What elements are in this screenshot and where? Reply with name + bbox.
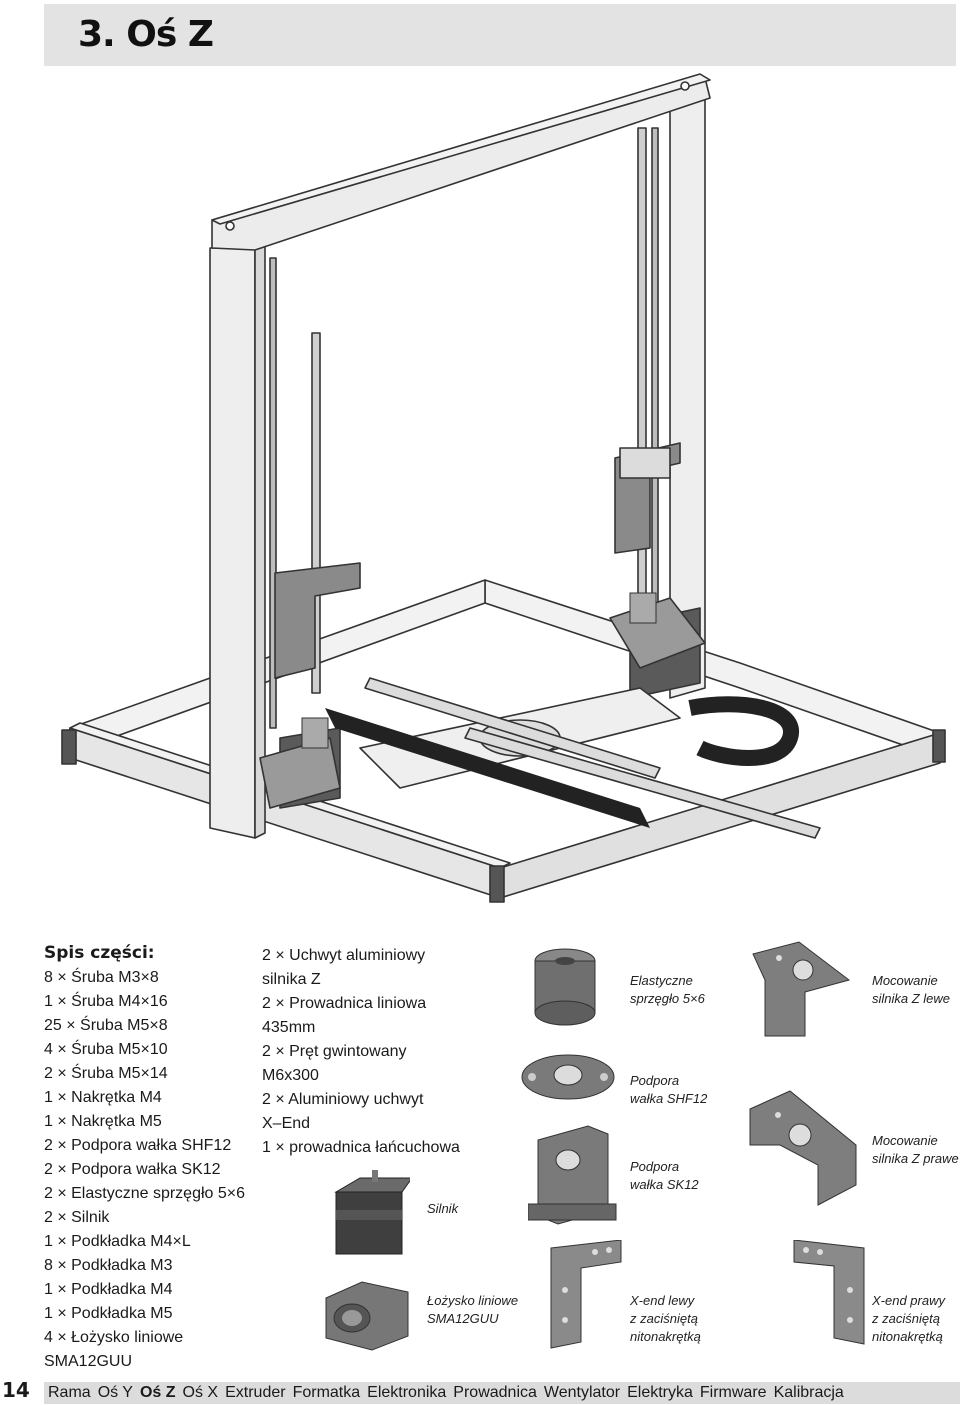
part-item: 8 × Śruba M3×8	[44, 969, 159, 986]
part-item: 2 × Prowadnica liniowa	[262, 995, 427, 1012]
nav-item-os-x[interactable]: Oś X	[182, 1384, 219, 1401]
chapter-navigation: Rama Oś Y Oś Z Oś X Extruder Formatka El…	[44, 1382, 960, 1404]
nav-item-kalibracja[interactable]: Kalibracja	[773, 1384, 844, 1401]
x-end-left-picture	[550, 1240, 622, 1349]
nav-item-rama[interactable]: Rama	[48, 1384, 91, 1401]
shaft-support-shf12-picture	[521, 1054, 615, 1100]
caption-x-end-left: X-end lewy z zaciśniętą nitonakrętką	[630, 1293, 701, 1344]
part-item: 1 × Nakrętka M4	[44, 1089, 162, 1106]
parts-list-title: Spis części:	[44, 943, 155, 963]
part-item: 1 × Nakrętka M5	[44, 1113, 162, 1130]
part-item: 2 × Podpora wałka SK12	[44, 1161, 221, 1178]
nav-item-os-z[interactable]: Oś Z	[139, 1384, 176, 1401]
part-item: 1 × Podkładka M4	[44, 1281, 173, 1298]
stepper-motor-picture	[334, 1170, 410, 1255]
nav-item-prowadnica[interactable]: Prowadnica	[453, 1384, 537, 1401]
part-item: 2 × Elastyczne sprzęgło 5×6	[44, 1185, 246, 1202]
nav-item-elektronika[interactable]: Elektronika	[367, 1384, 447, 1401]
linear-bearing-picture	[325, 1281, 409, 1351]
caption-x-end-right: X-end prawy z zaciśniętą nitonakrętką	[872, 1293, 945, 1344]
part-item: 4 × Łożysko liniowe	[44, 1329, 184, 1346]
nav-item-wentylator[interactable]: Wentylator	[543, 1384, 621, 1401]
part-item: 435mm	[262, 1019, 316, 1036]
part-item: silnika Z	[262, 971, 321, 988]
caption-coupling: Elastyczne sprzęgło 5×6	[630, 973, 705, 1006]
parts-list-column-1: 8 × Śruba M3×8 1 × Śruba M4×16 25 × Śrub…	[44, 966, 254, 1374]
part-item: 4 × Śruba M5×10	[44, 1041, 168, 1058]
nav-item-os-y[interactable]: Oś Y	[97, 1384, 133, 1401]
part-item: 8 × Podkładka M3	[44, 1257, 173, 1274]
page-number: 14	[2, 1378, 30, 1402]
part-item: 2 × Podpora wałka SHF12	[44, 1137, 232, 1154]
part-item: 2 × Uchwyt aluminiowy	[262, 947, 426, 964]
page-footer: 14 Rama Oś Y Oś Z Oś X Extruder Formatka…	[0, 1378, 960, 1405]
motor-mount-right-picture	[749, 1090, 857, 1206]
part-item: 1 × Śruba M4×16	[44, 993, 168, 1010]
chapter-header: 3. Oś Z	[44, 4, 956, 66]
chapter-title: 3. Oś Z	[78, 14, 214, 55]
part-item: 2 × Śruba M5×14	[44, 1065, 168, 1082]
caption-motor: Silnik	[427, 1201, 459, 1216]
nav-item-firmware[interactable]: Firmware	[699, 1384, 767, 1401]
caption-motor-mount-right: Mocowanie silnika Z prawe	[872, 1133, 959, 1166]
part-item: M6x300	[262, 1067, 319, 1084]
printer-frame-illustration	[61, 73, 946, 903]
caption-shf12: Podpora wałka SHF12	[630, 1073, 708, 1106]
part-item: 1 × prowadnica łańcuchowa	[262, 1139, 460, 1156]
part-item: 1 × Podkładka M5	[44, 1305, 173, 1322]
shaft-support-sk12-picture	[528, 1125, 617, 1225]
part-item: 2 × Pręt gwintowany	[262, 1043, 407, 1060]
part-item: X–End	[262, 1115, 311, 1132]
part-item: SMA12GUU	[44, 1353, 133, 1370]
x-end-right-picture	[793, 1240, 865, 1345]
caption-motor-mount-left: Mocowanie silnika Z lewe	[872, 973, 951, 1006]
nav-item-formatka[interactable]: Formatka	[292, 1384, 361, 1401]
parts-list-column-2: 2 × Uchwyt aluminiowy silnika Z 2 × Prow…	[262, 944, 522, 1160]
nav-item-extruder[interactable]: Extruder	[225, 1384, 286, 1401]
part-item: 2 × Silnik	[44, 1209, 110, 1226]
nav-item-elektryka[interactable]: Elektryka	[627, 1384, 693, 1401]
caption-sk12: Podpora wałka SK12	[630, 1159, 699, 1192]
caption-linear-bearing: Łożysko liniowe SMA12GUU	[427, 1293, 519, 1326]
part-item: 2 × Aluminiowy uchwyt	[262, 1091, 424, 1108]
flexible-coupling-picture	[534, 948, 596, 1026]
part-item: 1 × Podkładka M4×L	[44, 1233, 191, 1250]
part-item: 25 × Śruba M5×8	[44, 1017, 168, 1034]
motor-mount-left-picture	[752, 941, 851, 1037]
